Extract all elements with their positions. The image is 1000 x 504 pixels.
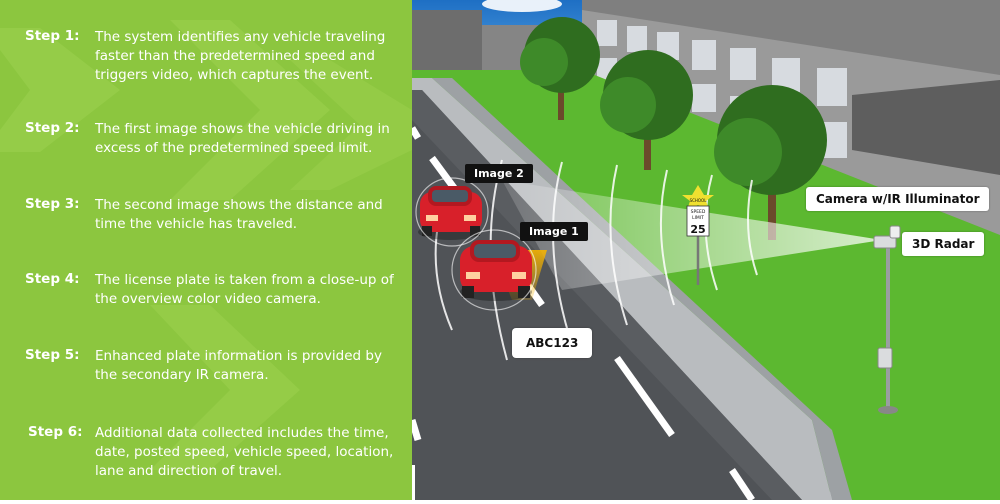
tree xyxy=(520,17,600,120)
detection-ring xyxy=(451,229,537,311)
sign-speed-value: 25 xyxy=(690,223,705,236)
scene-svg: SCHOOL SPEED LIMIT 25 xyxy=(408,0,1000,502)
camera-pole xyxy=(873,225,901,414)
chevron-background xyxy=(0,20,412,470)
sign-school-text: SCHOOL xyxy=(690,198,708,203)
step-description: The second image shows the distance and … xyxy=(95,197,383,232)
cloud xyxy=(482,0,562,12)
step-label: Step 5: xyxy=(25,347,80,363)
chevron-shape-2 xyxy=(170,20,330,200)
tree xyxy=(714,85,827,240)
camera-label: Camera w/IR Illuminator xyxy=(806,187,990,211)
tree xyxy=(600,50,693,170)
traffic-scene-illustration: SCHOOL SPEED LIMIT 25 Image 2 Image 1 Ca… xyxy=(408,0,1000,502)
radar-unit xyxy=(889,225,901,239)
step-label: Step 2: xyxy=(25,120,80,136)
school-speed-limit-sign: SCHOOL SPEED LIMIT 25 xyxy=(682,185,714,285)
building-roof xyxy=(582,0,1000,75)
step-label: Step 3: xyxy=(25,196,80,212)
chevron-shape-3 xyxy=(290,60,412,190)
red-car-image1 xyxy=(460,240,532,301)
building-canopy xyxy=(852,80,1000,175)
step-description: The first image shows the vehicle drivin… xyxy=(95,121,390,156)
step-label: Step 6: xyxy=(28,424,83,440)
license-plate-label: ABC123 xyxy=(512,328,593,358)
step-description: The license plate is taken from a close-… xyxy=(95,272,394,307)
radar-waves xyxy=(434,159,758,361)
image2-label: Image 2 xyxy=(465,164,533,183)
step-label: Step 1: xyxy=(25,28,80,44)
image1-label: Image 1 xyxy=(520,222,588,241)
steps-panel: Step 1: The system identifies any vehicl… xyxy=(0,0,412,500)
red-car-image2 xyxy=(418,186,482,240)
sign-speed-text: SPEED xyxy=(691,209,706,215)
step-description: Enhanced plate information is provided b… xyxy=(95,348,382,383)
radar-label: 3D Radar xyxy=(902,232,985,256)
step-description: Additional data collected includes the t… xyxy=(95,425,394,479)
chevron-shape-1 xyxy=(0,28,120,152)
camera-unit xyxy=(873,235,897,249)
chevron-shape-4 xyxy=(150,305,300,470)
step-description: The system identifies any vehicle travel… xyxy=(95,29,386,83)
step-label: Step 4: xyxy=(25,271,80,287)
distant-building xyxy=(412,10,482,80)
detection-ring xyxy=(415,177,489,247)
sign-limit-text: LIMIT xyxy=(692,215,704,221)
